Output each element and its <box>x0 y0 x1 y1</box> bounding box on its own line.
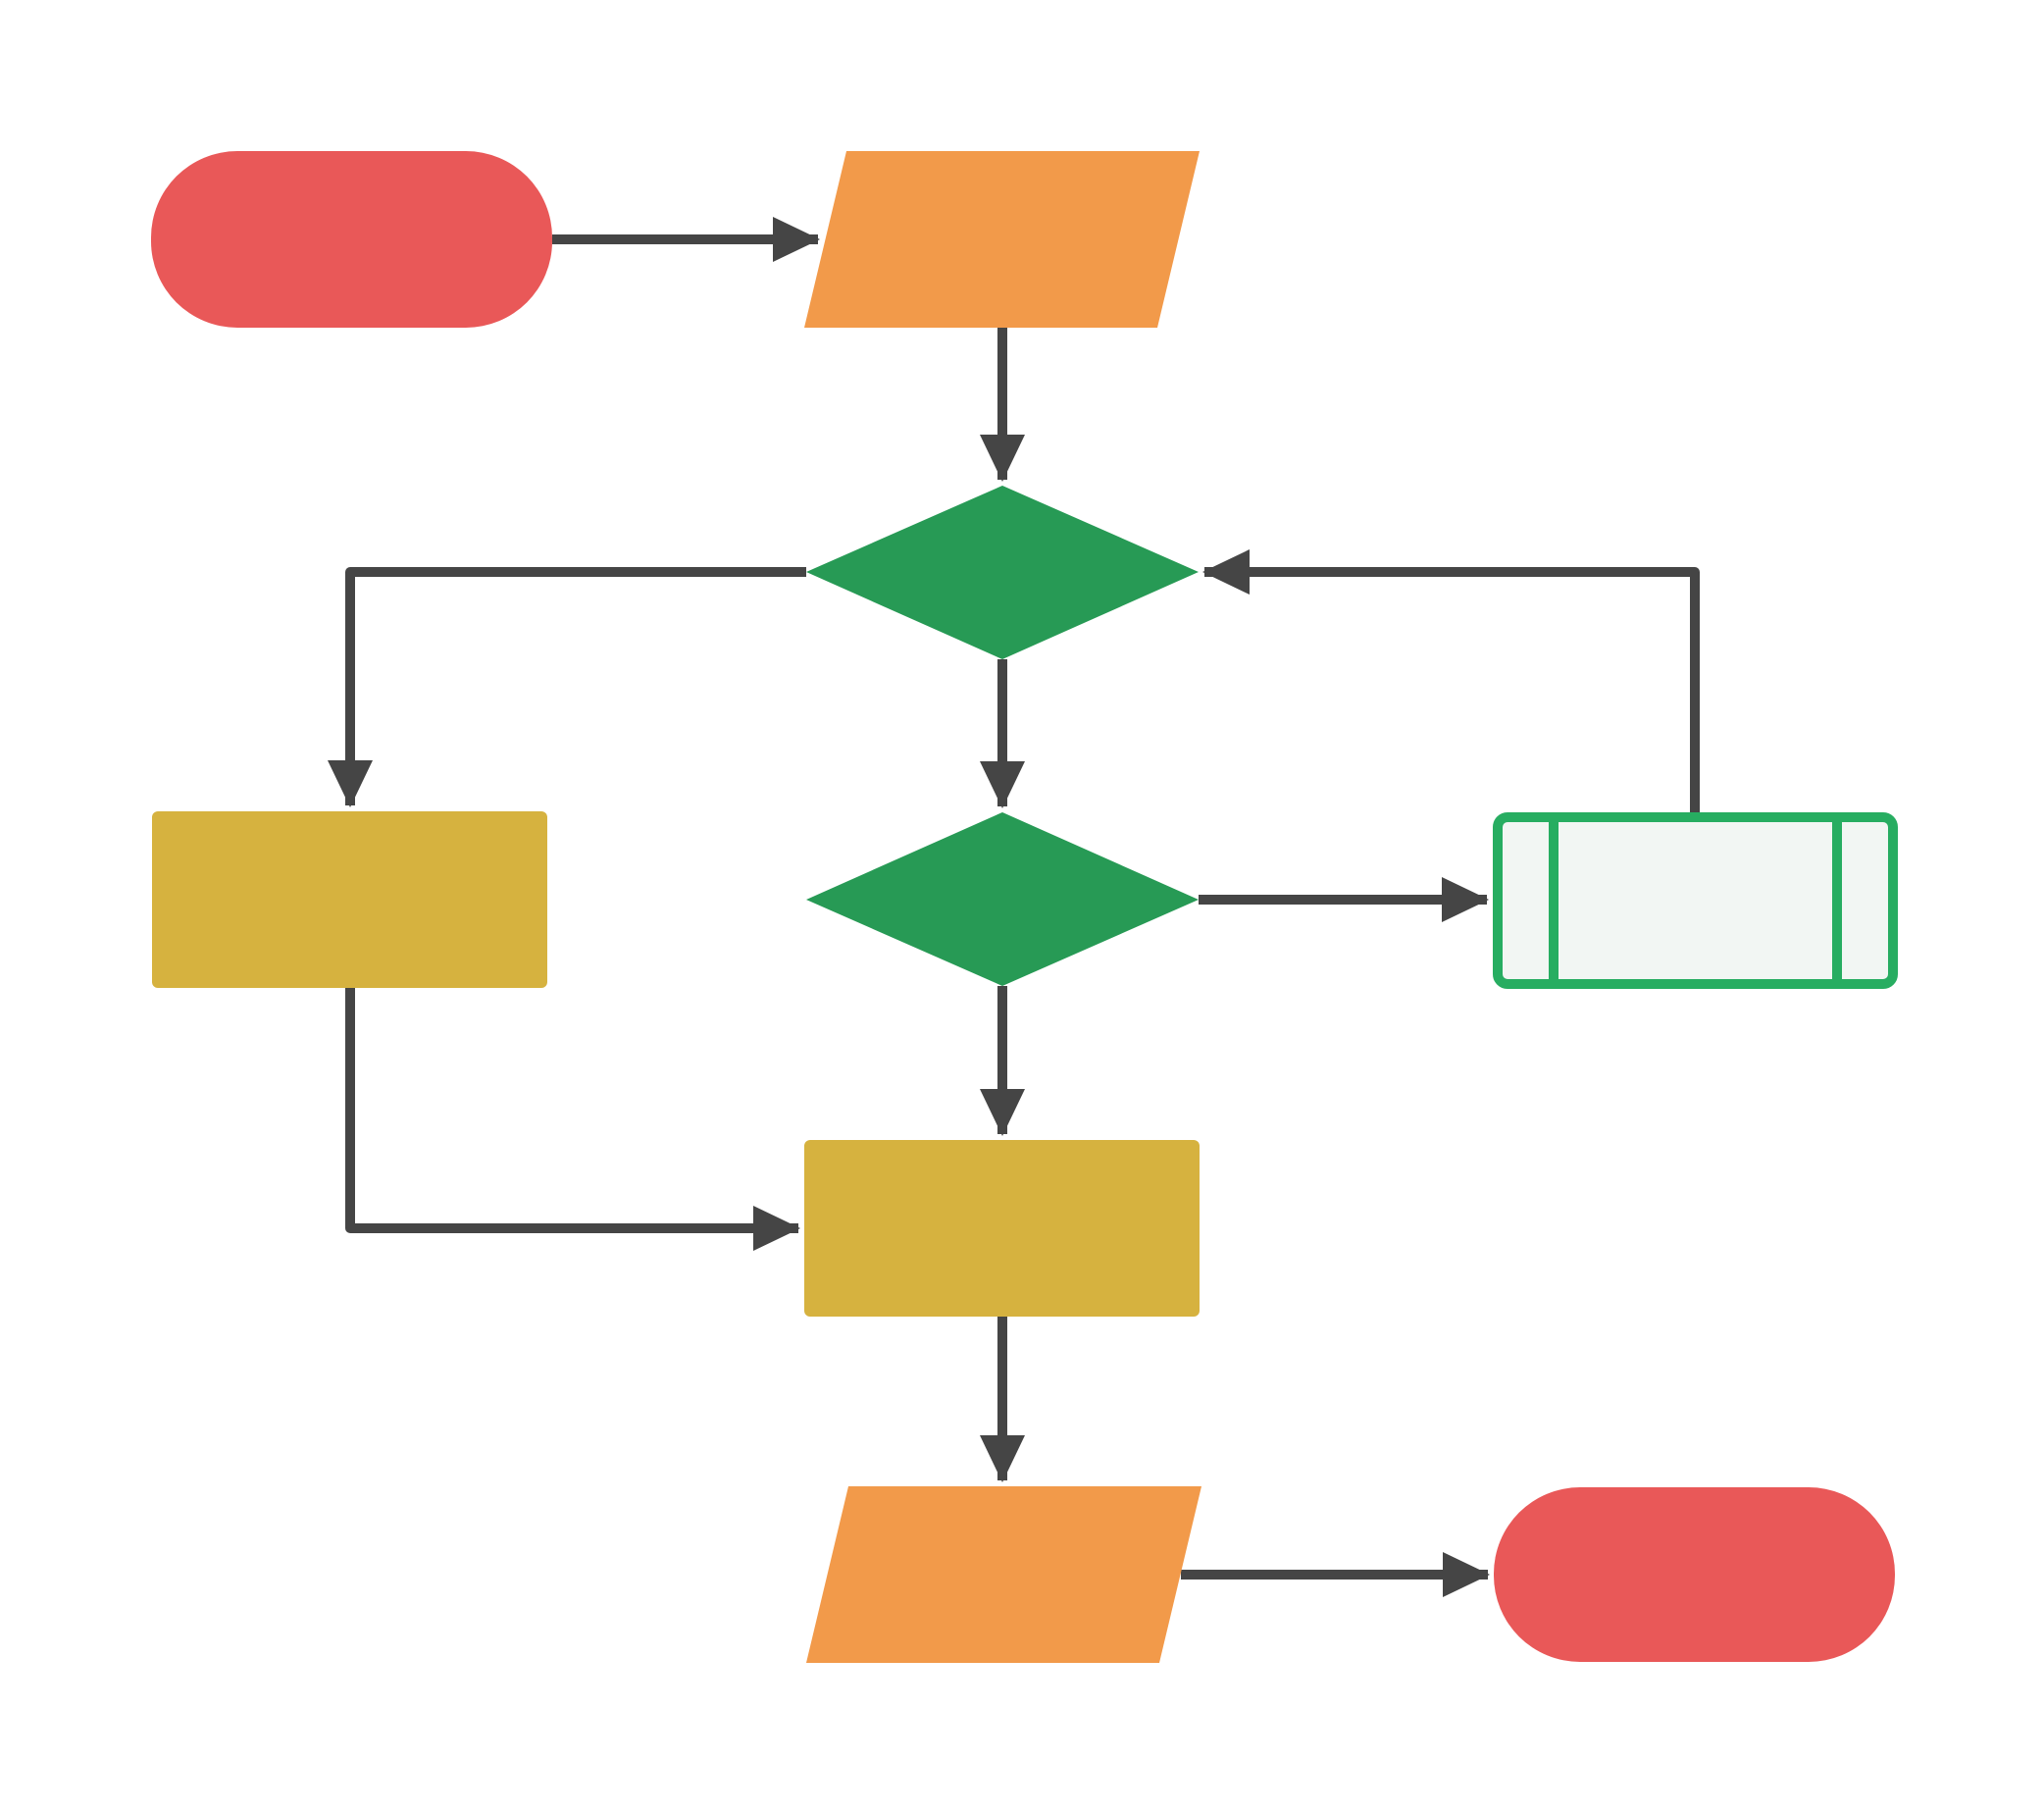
edge-predefined-process-to-decision-1 <box>1202 549 1700 817</box>
process-center-node[interactable] <box>804 1140 1200 1317</box>
decision-1-node[interactable] <box>806 486 1199 659</box>
edge-process-left-to-process-center <box>345 988 800 1251</box>
start-terminator-node[interactable] <box>151 151 552 328</box>
input-output-top-node[interactable] <box>804 151 1200 328</box>
edge-decision-1-to-process-left <box>328 567 806 807</box>
input-output-bottom-node[interactable] <box>806 1486 1201 1663</box>
decision-2-node[interactable] <box>806 812 1199 986</box>
predefined-process-body[interactable] <box>1493 812 1898 989</box>
end-terminator-node[interactable] <box>1494 1487 1895 1662</box>
predefined-process-node[interactable] <box>1493 812 1898 989</box>
process-left-node[interactable] <box>152 811 547 988</box>
